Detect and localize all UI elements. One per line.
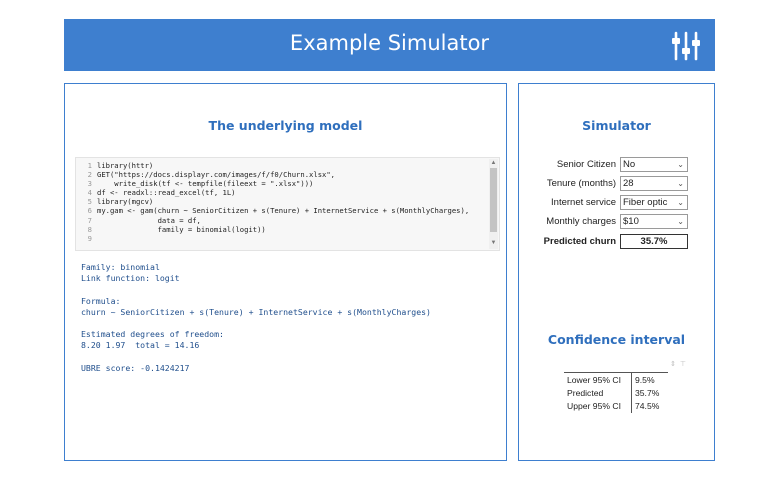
ci-row-value: 35.7% [635,388,660,398]
table-row: Lower 95% CI 9.5% [564,375,668,388]
line-number: 3 [87,179,92,189]
sliders-icon[interactable] [669,29,703,63]
senior-citizen-select[interactable]: No ⌄ [620,157,688,172]
output-line [81,318,431,329]
internet-service-label: Internet service [551,197,616,208]
code-line: 9 [76,234,469,243]
app-title: Example Simulator [289,31,490,55]
line-number: 5 [87,197,92,207]
simulator-panel: Simulator Senior Citizen No ⌄ Tenure (mo… [518,83,715,461]
code-scroll-thumb[interactable] [490,168,497,232]
code-line: 4 df <- readxl::read_excel(tf, 1L) [76,188,469,197]
ci-row-label: Predicted [567,388,604,398]
chevron-down-icon: ⌄ [677,160,684,169]
sort-filter-icon[interactable]: ⇕⊤ [670,361,690,368]
chevron-down-icon: ⌄ [677,217,684,226]
ci-row-label: Upper 95% CI [567,401,621,411]
output-line: churn ~ SeniorCitizen + s(Tenure) + Inte… [81,306,431,317]
line-number: 9 [87,233,92,243]
predicted-churn-row: Predicted churn 35.7% [519,234,716,250]
code-text: library(mgcv) [97,197,154,207]
code-line: 5 library(mgcv) [76,197,469,206]
line-number: 2 [87,170,92,180]
line-number: 6 [87,206,92,216]
output-line: Formula: [81,295,121,306]
monthly-charges-label: Monthly charges [546,216,616,227]
table-top-border [564,372,668,373]
predicted-churn-value: 35.7% [620,234,688,249]
chevron-down-icon: ⌄ [677,179,684,188]
code-lines: 1 library(httr) 2 GET("https://docs.display… [76,161,469,243]
internet-service-value: Fiber optic [623,197,668,208]
table-column-divider [631,372,632,413]
internet-service-row: Internet service Fiber optic ⌄ [519,195,716,211]
monthly-charges-row: Monthly charges $10 ⌄ [519,214,716,230]
app-header: Example Simulator [64,19,715,71]
ci-row-label: Lower 95% CI [567,375,621,385]
output-line: 8.20 1.97 total = 14.16 [81,340,200,351]
tenure-value: 28 [623,178,634,189]
code-text: my.gam <- gam(churn ~ SeniorCitizen + s(… [97,206,470,216]
code-text: write_disk(tf <- tempfile(fileext = ".xl… [97,179,314,189]
output-line: Estimated degrees of freedom: [81,329,224,340]
model-panel: The underlying model 1 library(httr) 2 GET(… [64,83,507,461]
model-heading: The underlying model [208,118,363,133]
output-line [81,352,431,363]
ci-row-value: 9.5% [635,375,655,385]
code-text: family = binomial(logit)) [97,224,266,234]
output-line: Link function: logit [81,273,180,284]
code-line: 8 family = binomial(logit)) [76,225,469,234]
line-number: 8 [87,224,92,234]
code-line: 7 data = df, [76,216,469,225]
simulator-heading: Simulator [582,118,651,133]
code-line: 6 my.gam <- gam(churn ~ SeniorCitizen + s… [76,206,469,215]
line-number: 7 [87,215,92,225]
ci-row-value: 74.5% [635,401,660,411]
code-text: data = df, [97,215,201,225]
confidence-heading: Confidence interval [547,332,686,347]
output-line: UBRE score: -0.1424217 [81,362,190,373]
senior-citizen-label: Senior Citizen [556,159,616,170]
scroll-up-icon[interactable]: ▲ [490,160,497,166]
output-line: Family: binomial [81,262,160,272]
code-editor[interactable]: 1 library(httr) 2 GET("https://docs.display… [75,157,500,251]
tenure-label: Tenure (months) [546,178,616,189]
code-line: 2 GET("https://docs.displayr.com/images/f… [76,170,469,179]
table-row: Upper 95% CI 74.5% [564,401,668,414]
line-number: 4 [87,188,92,198]
code-text: df <- readxl::read_excel(tf, 1L) [97,188,236,198]
tenure-select[interactable]: 28 ⌄ [620,176,688,191]
tenure-row: Tenure (months) 28 ⌄ [519,176,716,192]
internet-service-select[interactable]: Fiber optic ⌄ [620,195,688,210]
code-line: 3 write_disk(tf <- tempfile(fileext = ".… [76,179,469,188]
code-line: 1 library(httr) [76,161,469,170]
predicted-churn-label: Predicted churn [543,236,616,247]
monthly-charges-value: $10 [623,216,639,227]
code-text: library(httr) [97,161,154,170]
table-row: Predicted 35.7% [564,388,668,401]
senior-citizen-row: Senior Citizen No ⌄ [519,157,716,173]
chevron-down-icon: ⌄ [677,198,684,207]
scroll-down-icon[interactable]: ▼ [490,240,497,246]
output-line [81,284,431,295]
line-number: 1 [87,161,92,170]
monthly-charges-select[interactable]: $10 ⌄ [620,214,688,229]
code-text: GET("https://docs.displayr.com/images/f/… [97,170,335,180]
senior-citizen-value: No [623,159,636,170]
